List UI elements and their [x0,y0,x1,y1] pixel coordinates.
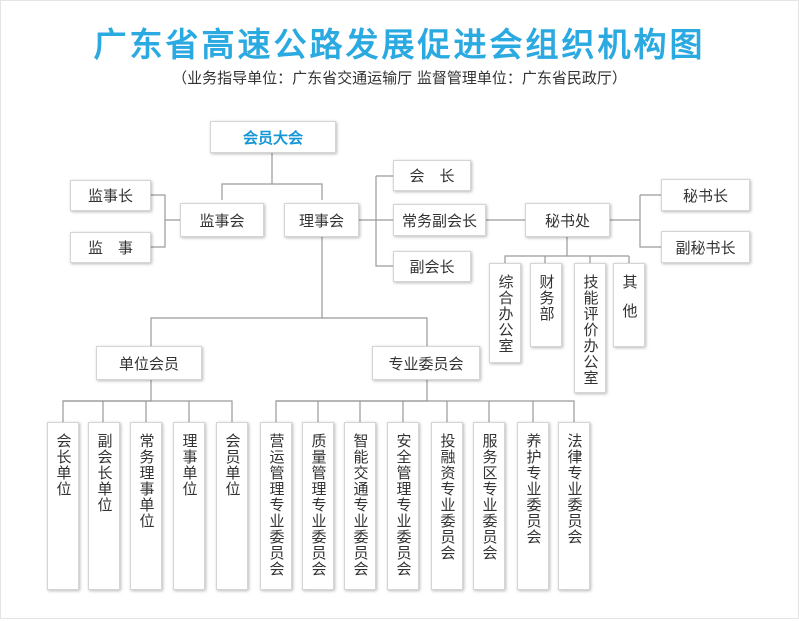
skills-evaluation-office-label: 技能评价办公室 [581,274,600,386]
unit-member-type-box: 常务理事单位 [130,422,162,590]
committee-label: 服务区专业委员会 [480,433,499,561]
vice-president-box: 副会长 [393,251,471,282]
chief-supervisor-box: 监事长 [70,180,151,211]
unit-member-type-box: 会员单位 [216,422,248,590]
committee-box: 营运管理专业委员会 [260,422,292,590]
committee-box: 法律专业委员会 [558,422,590,590]
deputy-secretary-general-label: 副秘书长 [675,238,736,257]
committee-box: 养护专业委员会 [517,422,549,590]
committee-label: 法律专业委员会 [565,433,584,545]
unit-member-type-label: 常务理事单位 [137,433,156,529]
general-assembly-box: 会员大会 [210,121,336,153]
deputy-secretary-general-box: 副秘书长 [661,231,750,263]
unit-member-type-label: 副会长单位 [95,433,114,513]
unit-members-label: 单位会员 [118,354,179,373]
unit-members-box: 单位会员 [96,346,202,380]
executive-vice-president-box: 常务副会长 [393,204,486,236]
board-of-supervisors-box: 监事会 [180,203,264,237]
finance-dept-label: 财务部 [537,274,556,322]
committee-label: 安全管理专业委员会 [394,433,413,577]
page-subtitle: （业务指导单位：广东省交通运输厅 监督管理单位：广东省民政厅） [172,69,627,87]
secretary-general-box: 秘书长 [661,179,750,211]
committee-box: 智能交通专业委员会 [344,422,376,590]
finance-dept-box: 财务部 [530,263,562,347]
committee-label: 质量管理专业委员会 [309,433,328,577]
secretary-general-label: 秘书长 [682,186,728,205]
other-dept-box: 其他 [613,263,645,347]
council-box: 理事会 [284,203,359,237]
committee-box: 投融资专业委员会 [431,422,463,590]
unit-member-type-label: 会长单位 [54,433,73,497]
other-dept-label: 其他 [620,274,639,332]
unit-member-type-label: 理事单位 [180,433,199,497]
vice-president-label: 副会长 [409,258,455,276]
unit-member-type-box: 副会长单位 [88,422,120,590]
board-of-supervisors-label: 监事会 [199,211,245,230]
general-assembly-label: 会员大会 [242,128,303,147]
executive-vice-president-label: 常务副会长 [401,211,477,230]
skills-evaluation-office-box: 技能评价办公室 [574,263,606,393]
president-box: 会 长 [393,160,471,191]
committee-box: 服务区专业委员会 [473,422,505,590]
committee-label: 营运管理专业委员会 [267,433,286,577]
unit-member-type-label: 会员单位 [223,433,242,497]
supervisor-label: 监 事 [87,239,133,257]
page-title: 广东省高速公路发展促进会组织机构图 [93,25,706,64]
supervisor-box: 监 事 [70,232,151,263]
general-office-label: 综合办公室 [496,274,515,354]
chief-supervisor-label: 监事长 [87,187,133,205]
committee-box: 质量管理专业委员会 [302,422,334,590]
committee-label: 智能交通专业委员会 [351,433,370,577]
secretariat-box: 秘书处 [525,203,610,237]
unit-member-type-box: 会长单位 [47,422,79,590]
general-office-box: 综合办公室 [489,263,521,363]
committee-box: 安全管理专业委员会 [387,422,419,590]
council-label: 理事会 [298,211,344,230]
committee-label: 养护专业委员会 [524,433,543,545]
secretariat-label: 秘书处 [544,211,590,230]
unit-member-type-box: 理事单位 [173,422,205,590]
president-label: 会 长 [409,167,455,185]
specialized-committees-label: 专业委员会 [388,354,464,373]
specialized-committees-box: 专业委员会 [372,346,480,380]
committee-label: 投融资专业委员会 [438,433,457,561]
